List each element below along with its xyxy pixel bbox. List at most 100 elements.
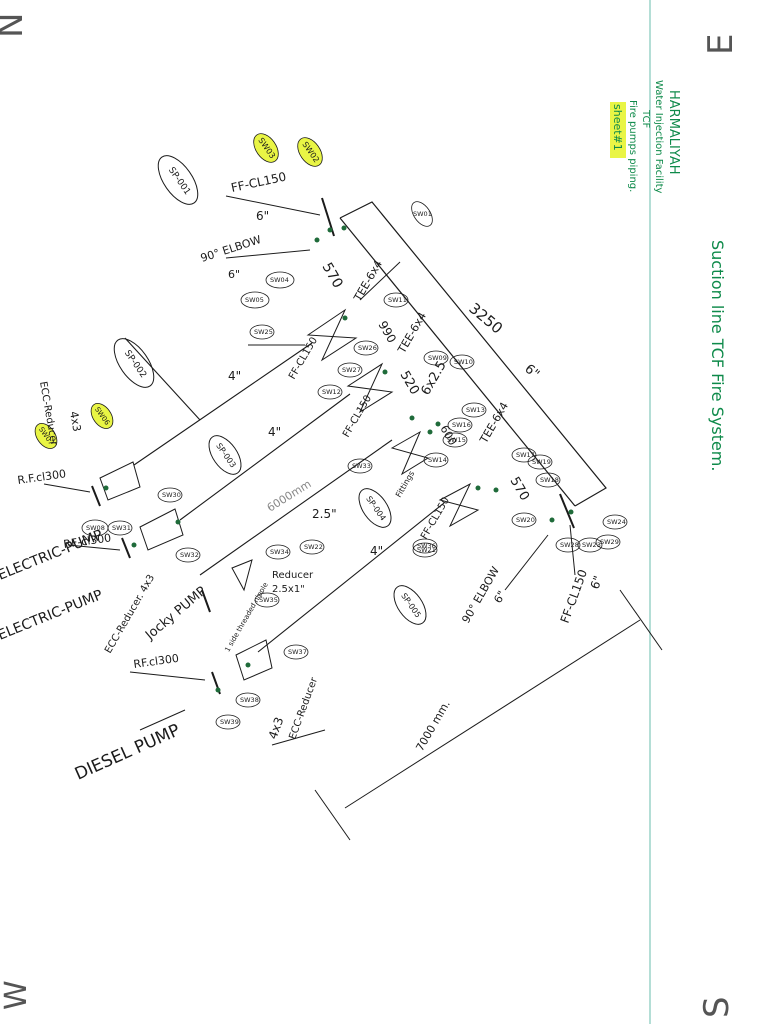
ff-cl150-a: FF-CL150 [287, 335, 320, 381]
header-inner [339, 217, 576, 507]
sw07-highlight [34, 423, 58, 449]
weld-tag-sw35: SW35 [259, 596, 278, 604]
branch-1b [179, 393, 351, 521]
dimension-7000 [314, 589, 663, 841]
electric-pump-2: ELECTRIC-PUMP [0, 587, 105, 644]
sw06-highlight [90, 403, 114, 429]
electric-pump-1: ELECTRIC-PUMP [0, 527, 105, 584]
component-labels: FF-CL150 6" 90° ELBOW 6" 570 TEE-6x4 990… [17, 170, 606, 754]
weld-tag-sw22: SW22 [304, 543, 323, 551]
sw38-shape [235, 692, 261, 708]
ecc-reducer-a-size: 4x3 [67, 410, 83, 432]
reducer-size: 2.5x1" [272, 584, 305, 595]
weld-tag-sw12: SW12 [322, 388, 341, 396]
ecc-reducer-1-shape [99, 461, 141, 501]
weld-tag-sw23: SW23 [582, 541, 601, 549]
weld-dot [493, 487, 499, 493]
weld-tag-sw11: SW11 [388, 296, 407, 304]
sheet-highlight [610, 102, 626, 158]
ecc-reducer-c: ECC-Reducer [287, 675, 320, 741]
weld-tag-sw34: SW34 [270, 548, 289, 556]
d-7000: 7000 mm. [413, 698, 452, 753]
weld-dot [435, 421, 441, 427]
sw33-shape [347, 458, 373, 474]
weld-dot [427, 429, 433, 435]
flange-pump-2 [121, 537, 131, 559]
weld-dot [341, 225, 347, 231]
sw02-highlight [297, 137, 323, 167]
weld-tag-sw15: SW15 [447, 436, 466, 444]
sw05-shape [240, 291, 270, 309]
weld-dot [327, 227, 333, 233]
weld-tag-sw33: SW33 [352, 462, 371, 470]
dim-line [344, 619, 641, 809]
weld-tag-sw24: SW24 [607, 518, 626, 526]
weld-tag-sw25: SW25 [254, 328, 273, 336]
flange-bottom [559, 493, 575, 529]
sw09-shape [423, 350, 449, 366]
valve-3 [390, 430, 430, 476]
weld-dot [314, 237, 320, 243]
weld-tag-sw21: SW21 [417, 546, 436, 554]
west-mark: W [0, 980, 34, 1010]
sw21-shape [412, 542, 438, 558]
sw37-shape [283, 644, 309, 660]
sw19-shape [527, 454, 553, 470]
north-mark: N [0, 13, 31, 38]
weld-tag-sw39: SW39 [220, 718, 239, 726]
weld-dot [409, 415, 415, 421]
weld-tag-sw36: SW36 [417, 542, 436, 550]
leader-rf-3 [129, 671, 206, 681]
weld-dot [245, 662, 251, 668]
leader-diesel [139, 709, 186, 731]
weld-dot [215, 687, 221, 693]
d-570-top: 570 [319, 260, 346, 291]
sw15-shape [442, 432, 468, 448]
weld-tag-sw30: SW30 [162, 491, 181, 499]
weld-dots [103, 225, 574, 693]
weld-tag-sw18: SW18 [540, 476, 559, 484]
ecc-reducer-3-shape [235, 639, 273, 681]
weld-dot [475, 485, 481, 491]
spool-left-diag [124, 337, 201, 421]
south-mark: S [697, 996, 737, 1018]
weld-tag-sw38: SW38 [240, 696, 259, 704]
size-6-header: 6" [521, 362, 542, 383]
leader-arrows [43, 195, 576, 746]
sw03-highlight [253, 133, 279, 163]
valve-4 [438, 482, 480, 528]
weld-tag-sw26: SW26 [358, 344, 377, 352]
valve-2 [346, 362, 394, 414]
weld-dot [175, 519, 181, 525]
weld-tag-sw19: SW19 [532, 458, 551, 466]
leader-ff-bottom [569, 524, 576, 576]
weld-dot [131, 542, 137, 548]
ecc-reducer-b: ECC-Reducer. 4x3 [103, 573, 157, 656]
sw28-shape [555, 537, 581, 553]
ff-cl150-bottom-label: FF-CL150 [558, 568, 590, 626]
spool-tag-4-shape [358, 488, 392, 528]
size-6-elbow-top-label: 6" [228, 268, 240, 281]
size-2-5: 2.5" [312, 507, 337, 521]
sw23-shape [577, 537, 603, 553]
sw01-shape [411, 201, 433, 227]
branch-3 [257, 502, 445, 653]
leader-elbow-bottom [504, 534, 549, 591]
d-6000: 6000mm [265, 477, 314, 514]
d-990: 990 [375, 319, 399, 346]
weld-tag-sw09: SW09 [428, 354, 447, 362]
spool-tag-1-shape [157, 155, 199, 205]
spool-tags [113, 155, 427, 625]
weld-tag-sw28: SW28 [560, 541, 579, 549]
header-outline [339, 201, 607, 507]
sw35-shape [254, 592, 280, 608]
d-3250: 3250 [465, 299, 506, 337]
sw20-shape [511, 512, 537, 528]
sw14-shape [423, 452, 449, 468]
size-6-top-label: 6" [256, 209, 269, 223]
elbow-90-top-label: 90° ELBOW [199, 233, 263, 265]
sw25-shape [249, 324, 275, 340]
weld-tag-sw27: SW27 [342, 366, 361, 374]
ff-cl150-top-label: FF-CL150 [230, 170, 288, 195]
size-4-a: 4" [228, 369, 241, 383]
